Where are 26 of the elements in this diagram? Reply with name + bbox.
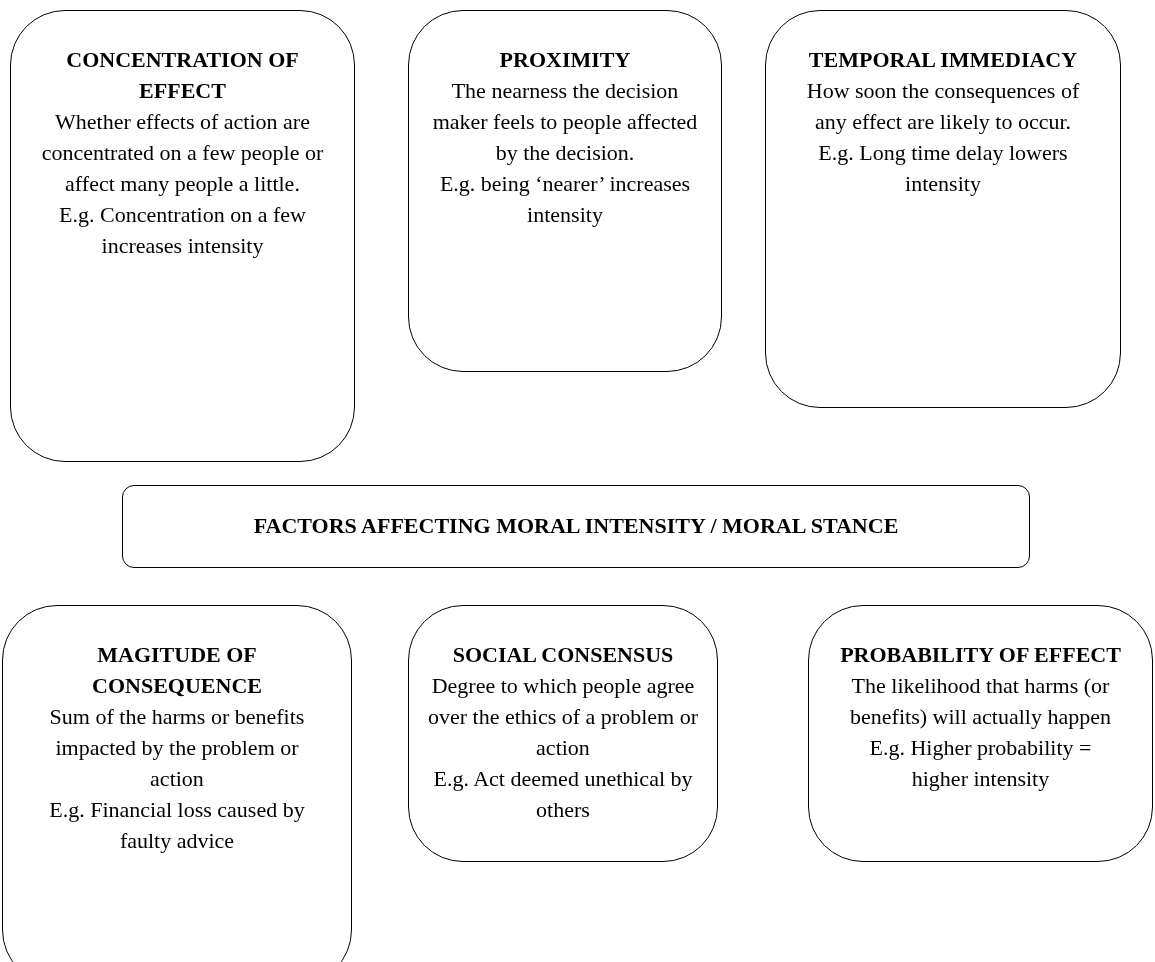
card-heading: SOCIAL CONSENSUS [451, 641, 675, 669]
card-example: E.g. Long time delay lowers intensity [817, 139, 1069, 198]
factor-card [2, 605, 352, 962]
card-example: E.g. Concentration on a few increases intensity [58, 201, 307, 260]
card-example: E.g. Financial loss caused by faulty advice [48, 796, 306, 855]
card-description: Sum of the harms or benefits impacted by the problem or action [48, 703, 306, 793]
card-heading: CONCENTRATION OF EFFECT [65, 46, 300, 105]
factor-card [408, 605, 718, 862]
card-heading: MAGITUDE OF CONSEQUENCE [91, 641, 263, 700]
card-description: The likelihood that harms (or benefits) will actually happen [849, 672, 1112, 731]
card-heading: PROXIMITY [498, 46, 632, 74]
factor-card [10, 10, 355, 462]
card-heading: TEMPORAL IMMEDIACY [807, 46, 1079, 74]
factor-card [808, 605, 1153, 862]
card-example: E.g. Act deemed unethical by others [432, 765, 694, 824]
card-heading: FACTORS AFFECTING MORAL INTENSITY / MORAL STANCE [252, 512, 900, 540]
card-description: The nearness the decision maker feels to people affected by the decision. [431, 77, 699, 167]
factor-card [765, 10, 1121, 408]
factor-card [408, 10, 722, 372]
card-description: Whether effects of action are concentrated on a few people or affect many people a little. [40, 108, 325, 198]
card-description: Degree to which people agree over the ethics of a problem or action [427, 672, 699, 762]
card-description: How soon the consequences of any effect are likely to occur. [805, 77, 1081, 136]
title-banner [122, 485, 1030, 568]
card-example: E.g. Higher probability = higher intensity [868, 734, 1093, 793]
card-heading: PROBABILITY OF EFFECT [839, 641, 1122, 669]
card-example: E.g. being ‘nearer’ increases intensity [438, 170, 692, 229]
